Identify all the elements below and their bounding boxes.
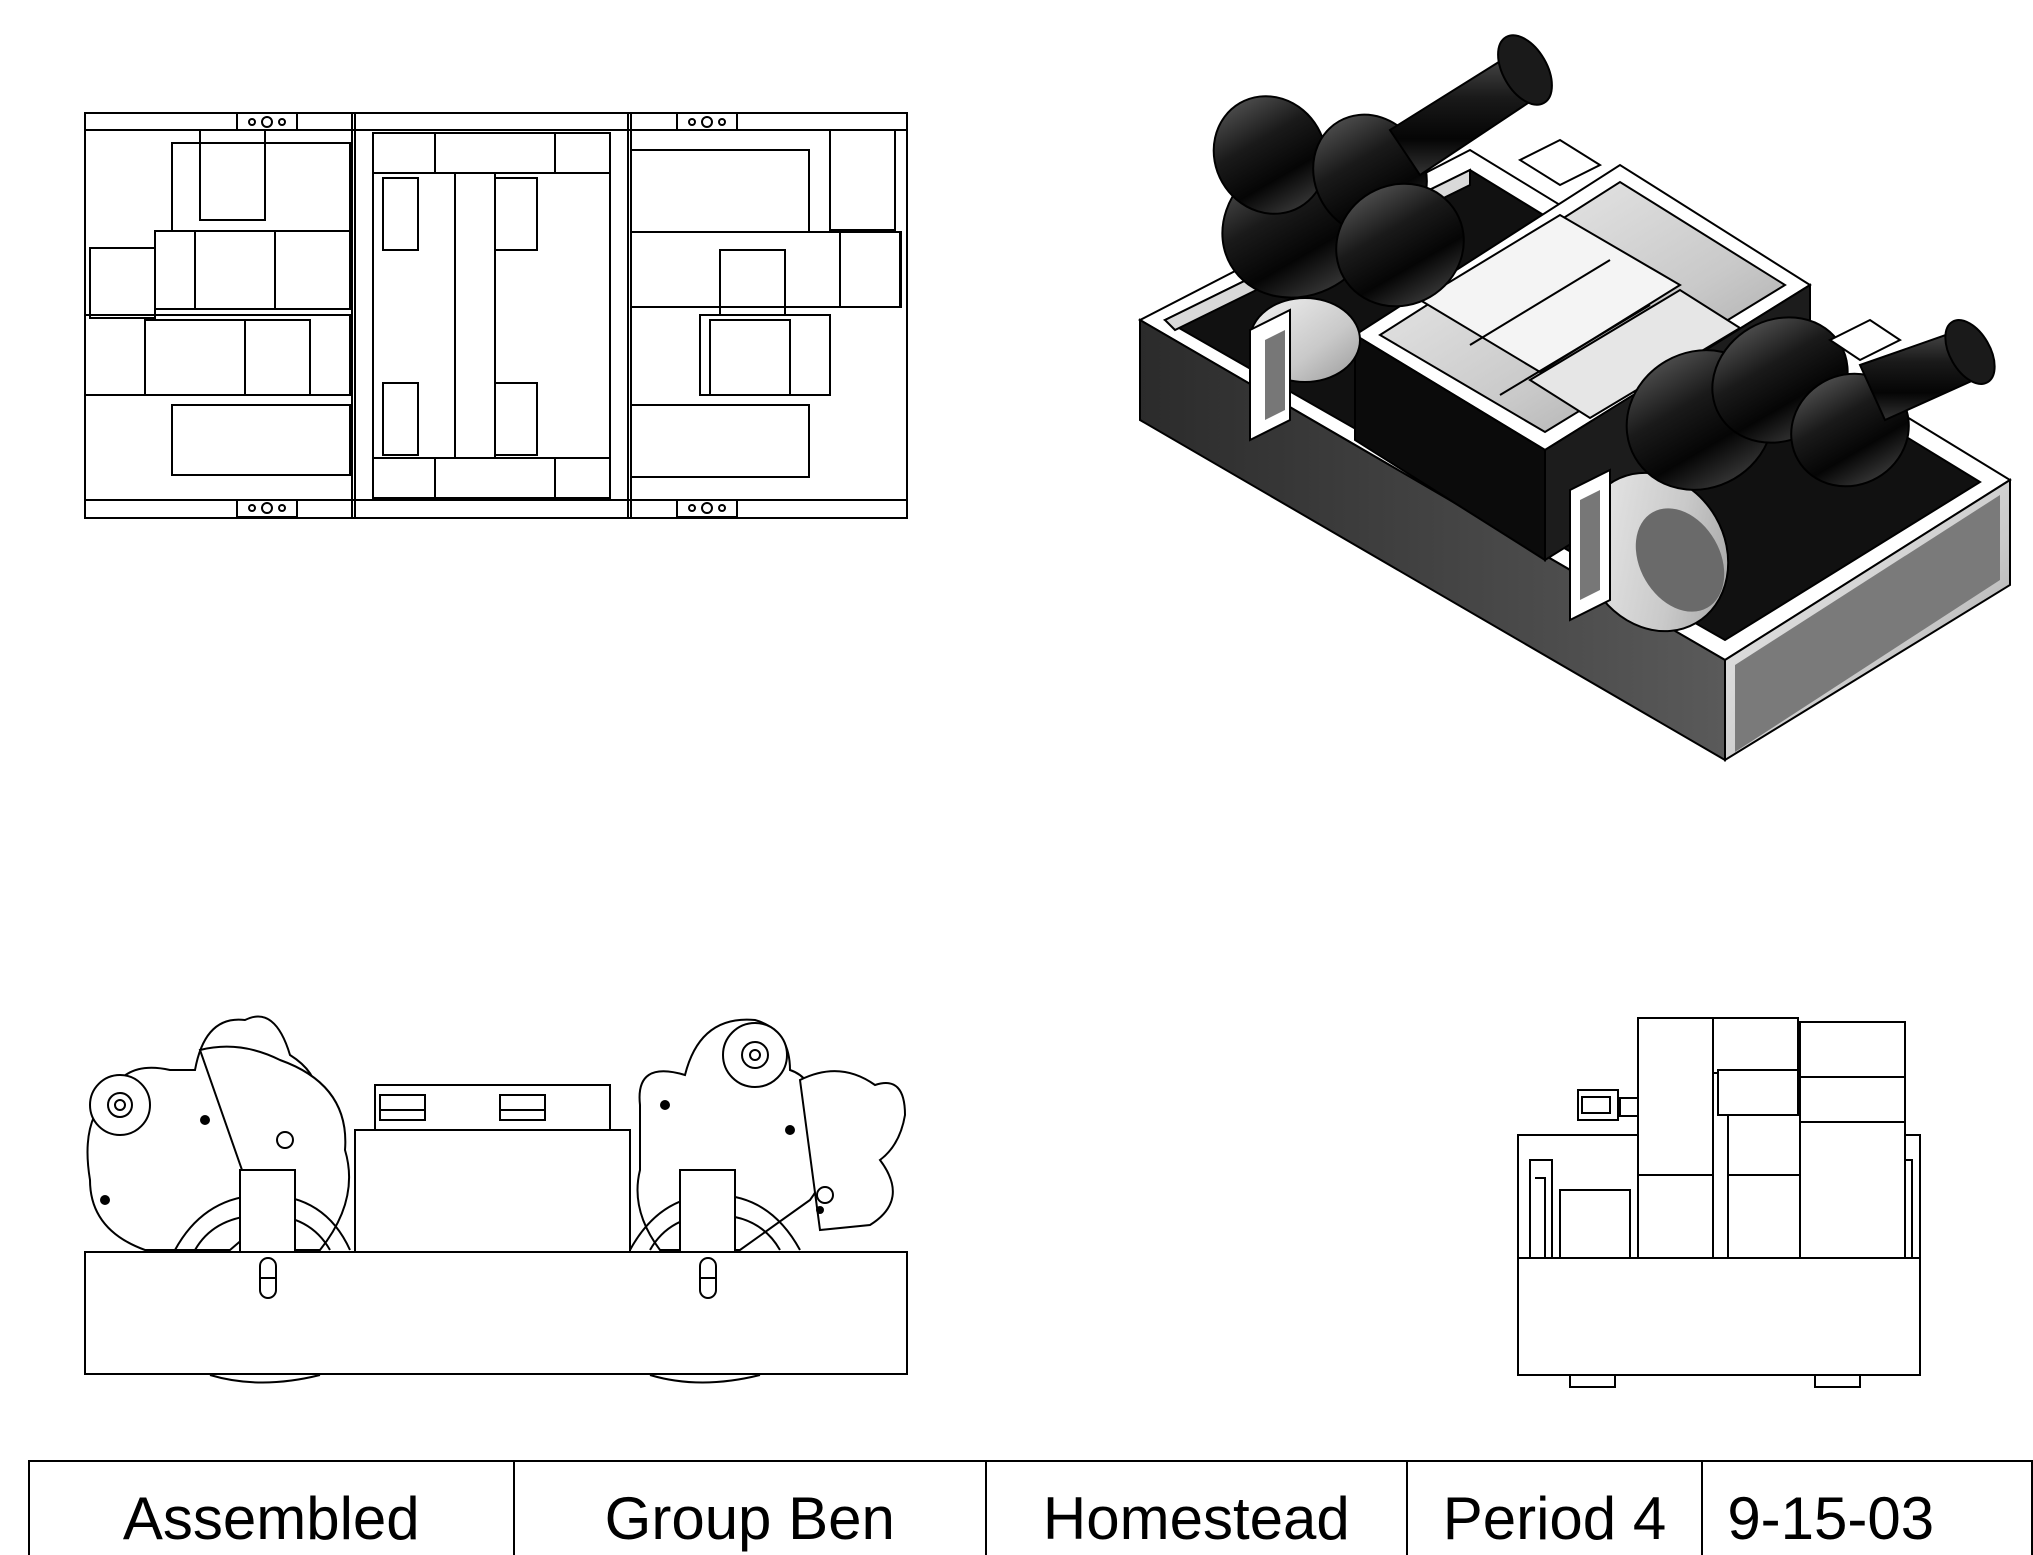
isometric-view bbox=[1137, 34, 2012, 762]
period-cell: Period 4 bbox=[1408, 1462, 1704, 1555]
top-view bbox=[84, 112, 908, 519]
right-motor-cluster bbox=[630, 129, 902, 478]
title-cell: Assembled bbox=[30, 1462, 515, 1555]
mount-tabs bbox=[236, 112, 738, 518]
iso-motor-cluster-front bbox=[1212, 34, 1553, 308]
side-center-box bbox=[354, 1129, 631, 1256]
front-view bbox=[1517, 1017, 1921, 1388]
side-left-gearbox bbox=[86, 1015, 351, 1251]
side-base bbox=[84, 1251, 908, 1375]
school-cell: Homestead bbox=[987, 1462, 1408, 1555]
center-electronics-box bbox=[372, 132, 611, 499]
title-block: Assembled Group Ben Homestead Period 4 9… bbox=[28, 1460, 2033, 1555]
side-view bbox=[84, 1015, 908, 1384]
left-motor-cluster bbox=[84, 129, 351, 476]
iso-motor-cluster-rear bbox=[1625, 316, 1996, 491]
date-cell: 9-15-03 bbox=[1703, 1462, 2033, 1555]
group-cell: Group Ben bbox=[515, 1462, 988, 1555]
